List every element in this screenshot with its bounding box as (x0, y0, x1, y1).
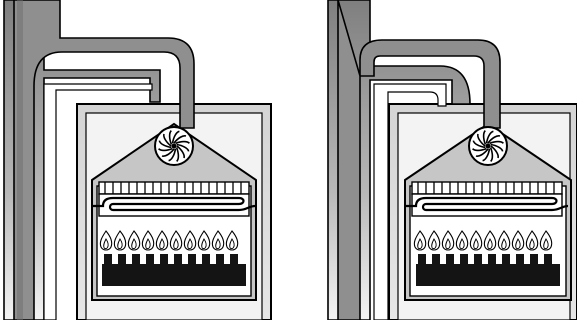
fan-icon (469, 127, 507, 165)
left-boiler (4, 0, 271, 320)
heat-exchanger (93, 182, 255, 216)
fan-icon (155, 127, 193, 165)
heat-exchanger (406, 182, 568, 216)
right-boiler (328, 0, 577, 320)
